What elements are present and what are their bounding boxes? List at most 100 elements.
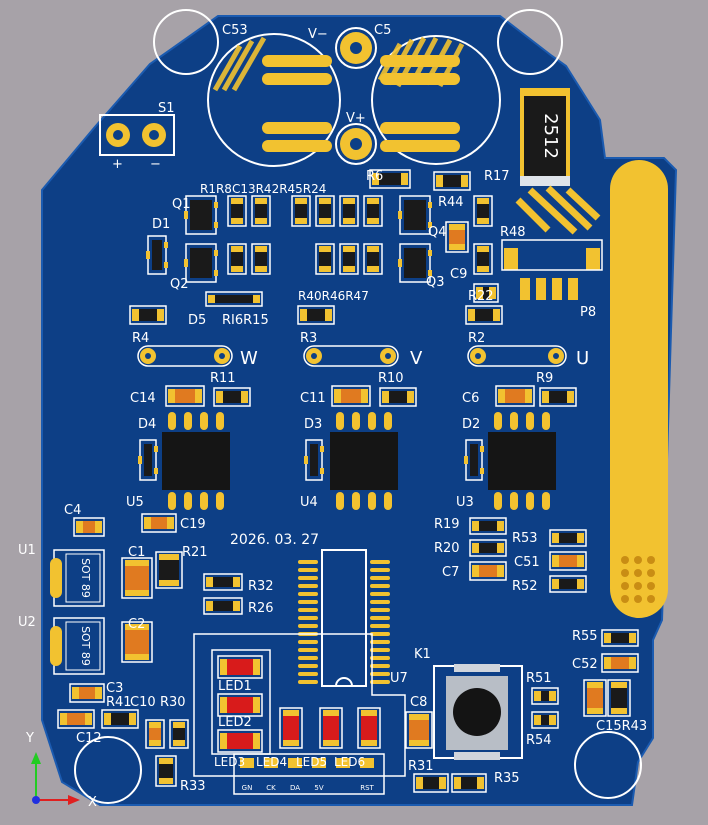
s1-outline: [99, 114, 175, 156]
silk-label-c14: C14: [130, 391, 156, 406]
silk-label-r17: R17: [484, 169, 510, 184]
smd-component: [121, 621, 153, 663]
smd-component: [363, 243, 383, 275]
silk-label-u: U: [576, 348, 589, 369]
sot-component: [146, 235, 168, 275]
silk-label-led3: LED3: [214, 755, 245, 769]
smd-component: [495, 385, 535, 407]
silk-label-r4: R4: [132, 331, 149, 346]
smd-component: [217, 693, 263, 717]
smd-component: [291, 195, 311, 227]
silk-label-r30: R30: [160, 695, 186, 710]
svg-text:SOT 89: SOT 89: [79, 626, 92, 666]
smd-component: [469, 517, 507, 535]
silk-label-r6: R6: [366, 169, 383, 184]
copper-strip: [610, 160, 668, 618]
silk-label-c4: C4: [64, 503, 81, 518]
silk-label-r31: R31: [408, 759, 434, 774]
silk-label-r10: R10: [378, 371, 404, 386]
silk-label-d4: D4: [138, 417, 156, 432]
silk-label-r55: R55: [572, 629, 598, 644]
silk-label-u3: U3: [456, 495, 474, 510]
u7-footprint: [321, 549, 367, 687]
smd-component: [279, 707, 303, 749]
silk-label-u7: U7: [390, 671, 408, 686]
silk-label-v: V: [410, 348, 423, 369]
silk-label-c6: C6: [462, 391, 479, 406]
silk-label-q3: Q3: [426, 275, 445, 290]
smd-component: [169, 719, 189, 749]
smd-component: [101, 709, 139, 729]
silk-label-r52: R52: [512, 579, 538, 594]
smd-component: [357, 707, 381, 749]
silk-label-r20: R20: [434, 541, 460, 556]
smd-component: [217, 729, 263, 753]
conn-pin-label: CK: [266, 784, 276, 792]
mount-holes: [74, 9, 642, 804]
silk-label-d1: D1: [152, 217, 170, 232]
sot-component: [398, 243, 432, 283]
silk-label-r2: R2: [468, 331, 485, 346]
silk-label-c3: C3: [106, 681, 123, 696]
svg-text:SOT 89: SOT 89: [79, 558, 92, 598]
resistor-2512: 2512: [520, 88, 570, 186]
smd-component: [165, 385, 205, 407]
k1-button[interactable]: [433, 664, 523, 760]
smd-component: [57, 709, 95, 729]
silk-label-u5: U5: [126, 495, 144, 510]
silk-label-d2: D2: [462, 417, 480, 432]
smd-component: [433, 171, 471, 191]
smd-component: [539, 387, 577, 407]
silk-label-r19: R19: [434, 517, 460, 532]
led-outlines: [193, 633, 406, 795]
sot89-regulator: SOT 89: [50, 617, 105, 675]
silk-label-led5: LED5: [296, 755, 327, 769]
conn-pin-label: GN: [242, 784, 253, 792]
smd-component: [405, 711, 433, 749]
silk-label-c5: C5: [374, 23, 391, 38]
smd-component: [583, 679, 607, 717]
via-grid: [621, 556, 655, 603]
silk-label-q2: Q2: [170, 277, 189, 292]
sot-component: [464, 439, 484, 481]
smd-component: [319, 707, 343, 749]
smd-component: [155, 551, 183, 589]
conn-pin-label: RST: [360, 784, 374, 792]
sot-component: [184, 195, 218, 235]
svg-text:X: X: [88, 795, 97, 810]
smd-component: [363, 195, 383, 227]
smd-component: [227, 243, 247, 275]
smd-component: [145, 719, 165, 749]
silk-label-c53: C53: [222, 23, 248, 38]
silk-label-u1: U1: [18, 543, 36, 558]
heat-lines: [515, 185, 601, 235]
silk-label-minus: −: [150, 157, 161, 172]
silk-label-s1: S1: [158, 101, 175, 116]
smd-component: [141, 513, 177, 533]
smd-component: [549, 529, 587, 547]
smd-component: [297, 305, 335, 325]
sot-component: [398, 195, 432, 235]
smd-component: [469, 539, 507, 557]
smd-component: [315, 243, 335, 275]
smd-component: [121, 557, 153, 599]
smd-component: [73, 517, 105, 537]
silk-label-r22: R22: [468, 289, 494, 304]
silk-label-led6: LED6: [334, 755, 365, 769]
silk-label-c7: C7: [442, 565, 459, 580]
silk-label-d5: D5: [188, 313, 206, 328]
silk-label-c12: C12: [76, 731, 102, 746]
smd-component: [315, 195, 335, 227]
smd-component: [413, 773, 449, 793]
silk-label-c9: C9: [450, 267, 467, 282]
silk-label-r41: R41: [106, 695, 132, 710]
silk-label-led4: LED4: [256, 755, 287, 769]
soic-chip: [162, 412, 230, 510]
conn-pin-label: 5V: [314, 784, 323, 792]
conn-pin-label: DA: [290, 784, 300, 792]
sot-component: [184, 243, 218, 283]
silk-label-c10: C10: [130, 695, 156, 710]
smd-component: [445, 221, 469, 253]
smd-component: [217, 655, 263, 679]
silk-label-d3: D3: [304, 417, 322, 432]
